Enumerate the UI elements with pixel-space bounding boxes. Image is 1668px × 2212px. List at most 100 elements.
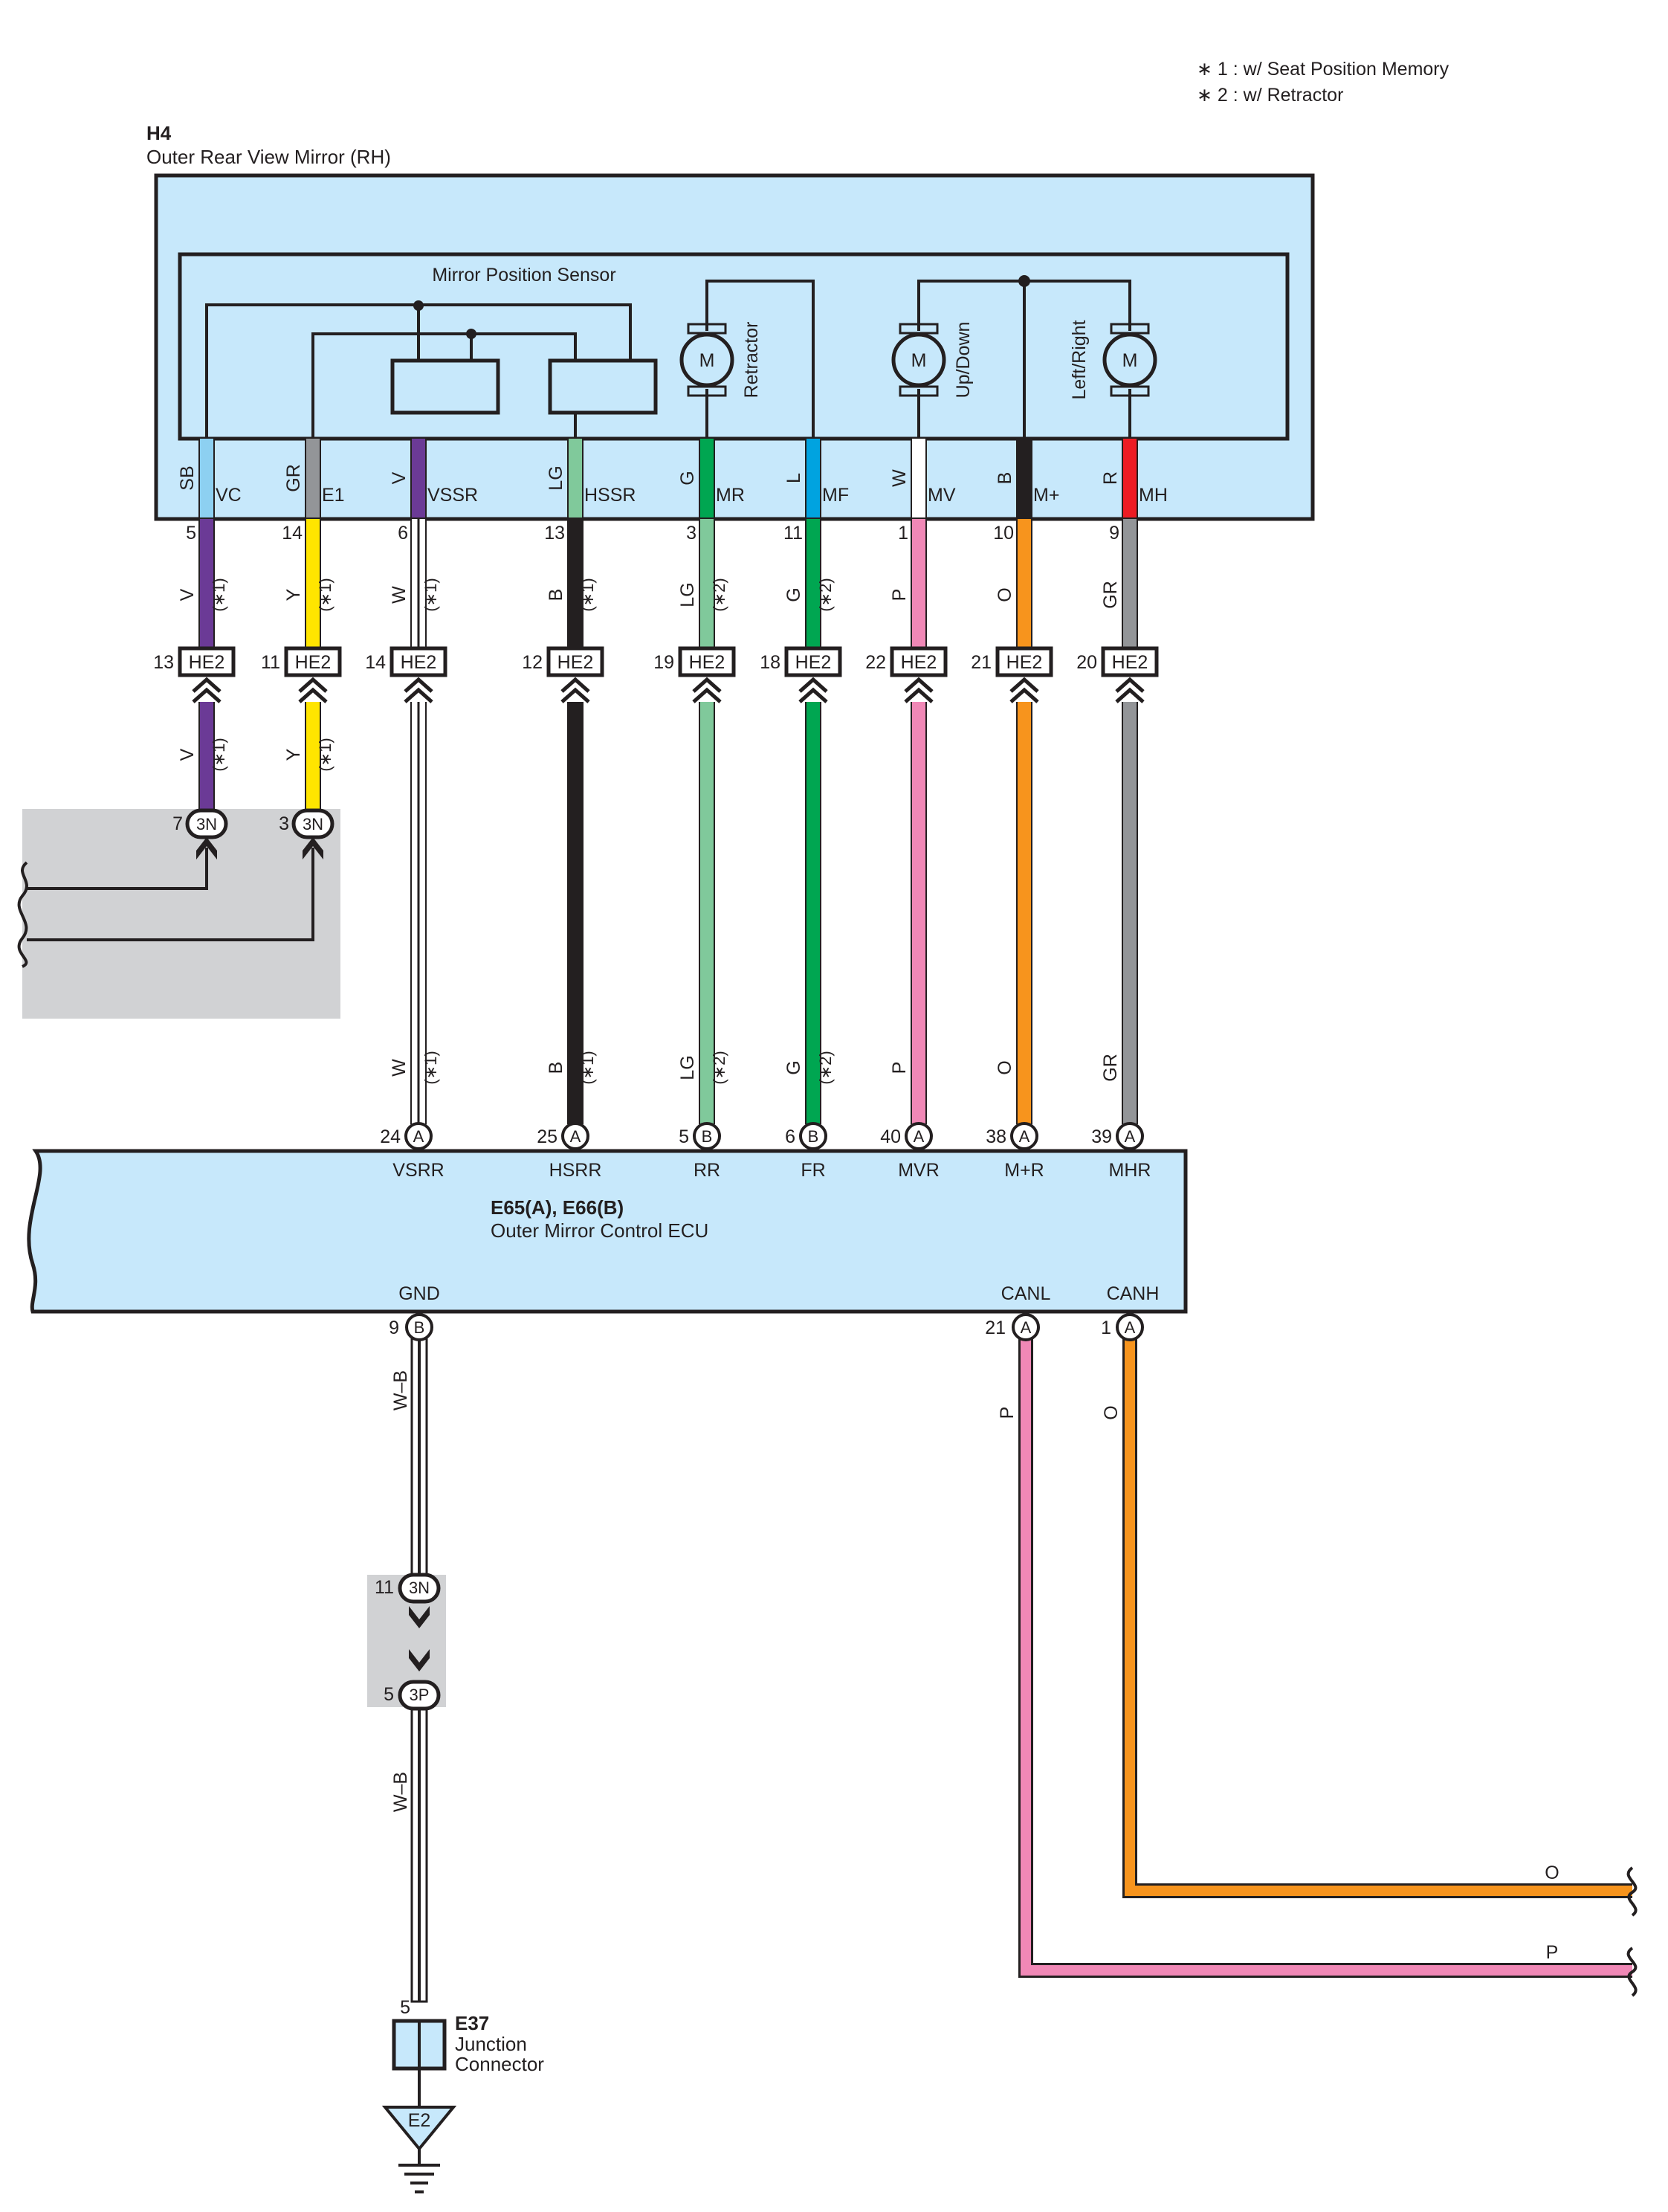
mirror-terminal: VSSR [427,485,478,506]
ecu-pin-circle [1010,1122,1038,1150]
mirror-pin: 6 [398,523,408,544]
ecu-gnd-letter: B [414,1318,425,1337]
ecu-pin-letter: A [570,1127,581,1146]
wire-code-top: W [889,469,910,487]
wire-note-lower: (∗1) [210,738,228,771]
ecu-terminal: RR [694,1160,720,1181]
wire-code-lower: G [783,1060,804,1074]
he2-connector [678,646,736,677]
wire-code-lower: O [995,1060,1015,1074]
mirror-pin: 3 [686,523,696,544]
ecu-pin-circle [404,1122,433,1150]
he2-label: HE2 [295,652,332,673]
motor-left-right: M [1102,323,1157,397]
wire-segment-lower [700,702,714,1124]
left-bus-lines [17,848,314,968]
he2-chevron [404,677,433,703]
bus-break-o [1626,1866,1638,1917]
wire-code-upper: LG [677,582,698,607]
sensor-junction-dot [413,300,424,311]
he2-connector [284,646,342,677]
wire-note-upper: (∗1) [578,578,597,611]
he2-pin: 14 [365,652,386,673]
ecu-term-canh: CANH [1107,1283,1160,1304]
wire-code-top: GR [283,464,304,492]
mirror-pin: 14 [282,523,303,544]
junction-line1: Junction [455,2033,527,2055]
wire-stub-mh [1123,439,1137,517]
wire-stub-mv [912,439,925,517]
wire-note-lower: (∗2) [710,1051,728,1084]
sensor-element-right [548,358,658,415]
he2-chevron [298,677,328,703]
ecu-pin: 40 [880,1126,901,1147]
note-1: ∗ 1 : w/ Seat Position Memory [1197,59,1449,80]
splice-3n: 3N [398,1573,441,1604]
wire-segment-upper [200,519,213,647]
ecu-canl-pin-circle [1012,1313,1040,1341]
wire-code-lower: GR [1100,1054,1121,1082]
connector-3n-label: 3N [196,815,217,833]
ecu-pin: 24 [380,1126,401,1147]
ecu-pin-letter: B [808,1127,819,1146]
ecu-pin-circle [799,1122,827,1150]
mirror-pin: 13 [544,523,565,544]
wire-segment-lower [569,702,582,1124]
he2-connector [890,646,948,677]
ecu-terminal: FR [801,1160,825,1181]
he2-label: HE2 [1112,652,1148,673]
he2-connector [178,646,236,677]
ecu-pin-circle [561,1122,589,1150]
wire-stub-mr [700,439,714,517]
he2-pin: 20 [1076,652,1097,673]
wire-canl-code: P [997,1407,1018,1419]
mirror-terminal: MH [1139,485,1168,506]
bus-break-p [1626,1947,1638,1997]
wire-canh-code: O [1101,1405,1122,1419]
svg-text:M: M [1122,350,1138,371]
shaded-zone-3n [22,809,340,1019]
he2-connector [784,646,842,677]
he2-connector [1101,646,1159,677]
he2-chevron [1009,677,1039,703]
motor-junction-dot [1018,275,1030,287]
ground-triangle [381,2106,457,2152]
he2-chevron [798,677,828,703]
sensor-junction-dot [466,329,476,339]
wire-segment-upper [700,519,714,647]
wire-segment-upper [306,519,320,647]
he2-label: HE2 [689,652,725,673]
he2-pin: 21 [971,652,992,673]
wire-code-upper: GR [1100,581,1121,609]
wire-note-lower: (∗1) [316,738,334,771]
ecu-terminal: VSRR [392,1160,444,1181]
junction-line2: Connector [455,2053,544,2075]
ecu-pin-letter: B [702,1127,713,1146]
he2-pin: 18 [760,652,780,673]
connector-3n-pin: 7 [172,813,183,834]
wire-note-upper: (∗2) [816,578,835,611]
ecu-pin-letter: A [1019,1127,1030,1146]
ecu-terminal: M+R [1004,1160,1044,1181]
he2-connector [995,646,1053,677]
ecu-pin-letter: A [914,1127,925,1146]
wire-code-top: G [677,471,698,485]
ecu-gnd-pin-circle [405,1313,433,1341]
splice-3n-pin: 11 [375,1577,394,1598]
wire-note-lower: (∗1) [578,1051,597,1084]
mirror-pin: 5 [186,523,196,544]
wire-segment-lower [200,702,213,810]
splice-arrow-down [409,1649,430,1671]
mirror-pin: 1 [898,523,908,544]
ecu-terminal: MVR [898,1160,940,1181]
ecu-canl-letter: A [1021,1318,1032,1337]
sensor-element-left [390,358,500,415]
wire-gnd-code: W–B [390,1370,411,1410]
wire-code-upper: Y [283,588,304,601]
wire-code-lower: P [889,1062,910,1074]
he2-label: HE2 [189,652,225,673]
he2-label: HE2 [557,652,594,673]
wire-segment-upper [1018,519,1031,647]
ecu-term-canl: CANL [1001,1283,1051,1304]
splice-3p-pin: 5 [384,1684,394,1705]
